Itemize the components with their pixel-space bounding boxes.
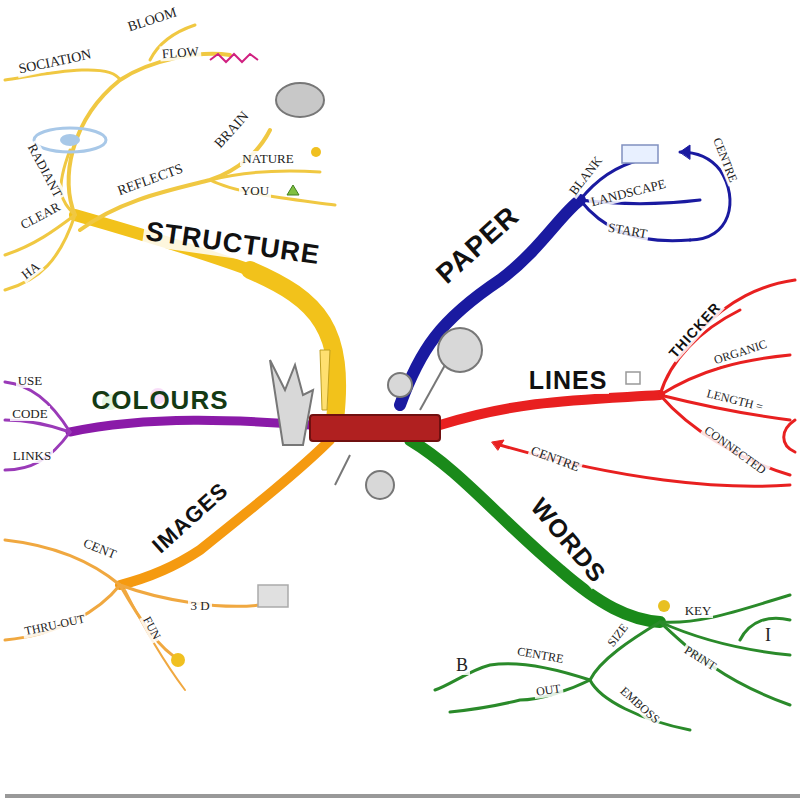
branch-word: USE (16, 373, 45, 388)
branch-word: CODE (10, 406, 49, 421)
branch-word: CONNECTED (700, 422, 770, 478)
branch-word: B (454, 655, 470, 675)
branch-word: SIZE (603, 619, 632, 651)
branch-word: CENTRE (709, 134, 741, 186)
branch-word: 3 D (188, 598, 211, 613)
branch-title: IMAGES (146, 477, 234, 560)
branch-word: I (763, 625, 773, 645)
branch-word: START (605, 219, 650, 241)
branch-word: LINKS (11, 448, 53, 463)
branch-title: LINES (527, 367, 610, 394)
branch-word: BLOOM (124, 4, 181, 36)
branch-word: YOU (239, 183, 271, 198)
branch-word: FLOW (159, 43, 201, 61)
branch-word: PRINT (680, 642, 720, 674)
branch-word: KEY (683, 603, 714, 618)
branch-word: THRU-OUT (22, 611, 89, 638)
branch-word: EMBOSS (616, 682, 664, 727)
branch-word: CENTRE (527, 442, 583, 475)
branch-word: OUT (533, 681, 563, 699)
branch-word: FUN (139, 612, 165, 643)
branch-title: COLOURS (90, 386, 231, 414)
branch-word: CENT (80, 534, 121, 562)
branch-word: BRAIN (210, 107, 254, 153)
branch-word: NATURE (240, 151, 295, 166)
branch-word: HA (16, 257, 43, 283)
